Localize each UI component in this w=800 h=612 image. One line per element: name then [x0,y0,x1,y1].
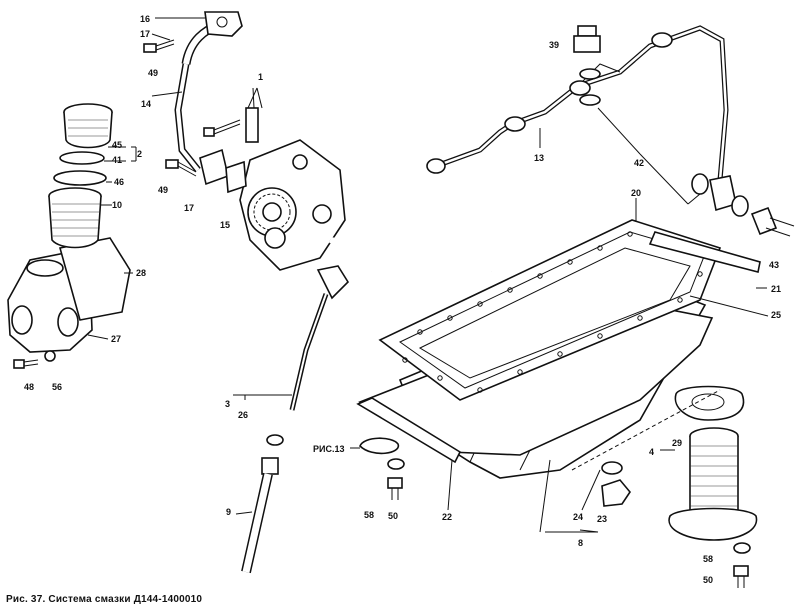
filter-element-10 [48,187,102,249]
oil-pump-outlet-tube-inner [329,190,499,273]
callout-58-right: 58 [703,554,713,564]
callout-4: 4 [649,447,654,457]
callout-46: 46 [114,177,124,187]
gasket-29 [674,385,745,421]
callout-13: 13 [534,153,544,163]
callout-49-mid: 49 [158,185,168,195]
callout-21: 21 [771,284,781,294]
callout-49-top: 49 [148,68,158,78]
callout-17-mid: 17 [184,203,194,213]
callout-41: 41 [112,155,122,165]
washer-26 [266,434,284,446]
callout-9: 9 [226,507,231,517]
oil-pan [356,219,761,479]
callout-29: 29 [672,438,682,448]
bolt-1 [203,107,259,143]
drain-plug-23 [601,479,631,507]
washer-24 [601,461,623,475]
callout-42: 42 [634,158,644,168]
callout-1: 1 [258,72,263,82]
bolt-49-mid [165,159,197,177]
filter-cap-45 [63,103,113,149]
oil-line-13 [426,25,737,212]
gasket-ris13 [359,437,399,455]
callout-labels: 16 17 49 14 1 45 41 2 46 49 17 10 15 28 … [24,14,781,585]
washer-42c [691,173,709,195]
callout-27: 27 [111,334,121,344]
callout-50-right: 50 [703,575,713,585]
callout-39: 39 [549,40,559,50]
callout-28: 28 [136,268,146,278]
oil-pump [239,139,346,271]
callout-43: 43 [769,260,779,270]
strainer-4 [668,427,758,541]
callout-8: 8 [578,538,583,548]
callout-15: 15 [220,220,230,230]
callout-14: 14 [141,99,151,109]
callout-17-top: 17 [140,29,150,39]
callout-20: 20 [631,188,641,198]
callout-48: 48 [24,382,34,392]
washer-58-center [387,458,405,470]
callout-16: 16 [140,14,150,24]
seal-ring-46 [53,170,107,186]
flange-16 [204,11,243,37]
callout-56: 56 [52,382,62,392]
washer-42d [731,195,749,217]
callout-25: 25 [771,310,781,320]
figure-caption: Рис. 37. Система смазки Д144-1400010 [6,594,203,605]
bolt-43 [750,206,795,237]
flange-lower [199,148,229,186]
callout-10: 10 [112,200,122,210]
dipstick-tube-9 [241,457,279,574]
bolt-50-right [733,565,749,588]
callout-3: 3 [225,399,230,409]
fitting-39 [573,25,601,53]
callout-ris13: РИС.13 [313,444,344,454]
bolt-50-center [387,477,403,500]
bolt-49-top [143,39,175,53]
callout-26: 26 [238,410,248,420]
callout-24: 24 [573,512,583,522]
washer-42a [579,68,601,80]
dashed-leader-strainer [571,389,721,471]
bolt-48 [13,359,39,369]
seal-ring-41 [59,151,105,165]
callout-50-center: 50 [388,511,398,521]
oil-pump-outlet-tube [329,192,496,273]
dipstick-3 [289,265,350,411]
oil-pipe-14 [174,63,201,173]
washer-56 [44,350,56,362]
leader-lines [87,17,769,533]
callout-45: 45 [112,140,122,150]
callout-23: 23 [597,514,607,524]
washer-58-right [733,542,751,554]
callout-58-center: 58 [364,510,374,520]
gasket-15 [225,160,247,194]
callout-22: 22 [442,512,452,522]
callout-2: 2 [137,149,142,159]
gasket-28 [58,237,131,321]
washer-42b [579,94,601,106]
